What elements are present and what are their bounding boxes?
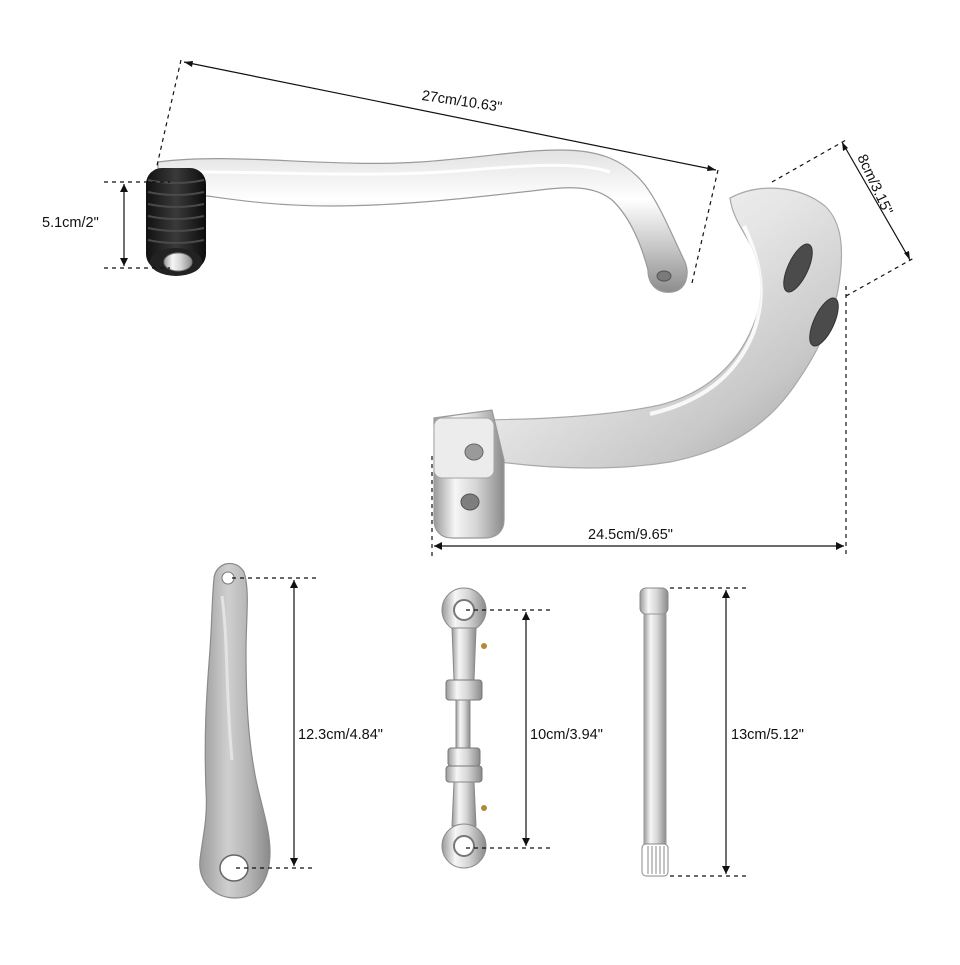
peg-bolt-cap <box>163 252 193 272</box>
heel-slot-1 <box>783 243 813 293</box>
inner-lever-bottom-hole <box>219 854 249 882</box>
rubber-foot-peg <box>146 168 206 276</box>
peg-height-label: 5.1cm/2" <box>42 215 99 231</box>
heel-shifter-part <box>433 187 843 539</box>
heel-slot-2 <box>809 297 839 347</box>
heel-clevis <box>433 409 505 539</box>
dimension-lines <box>104 59 915 877</box>
linkage-rod-part <box>441 587 487 869</box>
heel-width-label: 24.5cm/9.65" <box>588 527 673 543</box>
rod-end-bottom-eye <box>453 835 475 857</box>
shift-lever-part <box>146 149 688 293</box>
linkage-rod-length-label: 10cm/3.94" <box>530 727 603 743</box>
inner-lever-body <box>199 562 271 899</box>
dimension-arrowheads <box>120 61 910 874</box>
lever-end-hole <box>656 270 672 282</box>
shift-lever-arm <box>157 149 688 293</box>
shaft-splined-end <box>641 843 669 877</box>
inner-lever-length-label: 12.3cm/4.84" <box>298 727 383 743</box>
rod-end-top-eye <box>453 599 475 621</box>
clevis-hole <box>464 443 484 461</box>
inner-lever-part <box>199 562 271 899</box>
shaft-length-label: 13cm/5.12" <box>731 727 804 743</box>
pivot-shaft-part <box>639 587 669 877</box>
